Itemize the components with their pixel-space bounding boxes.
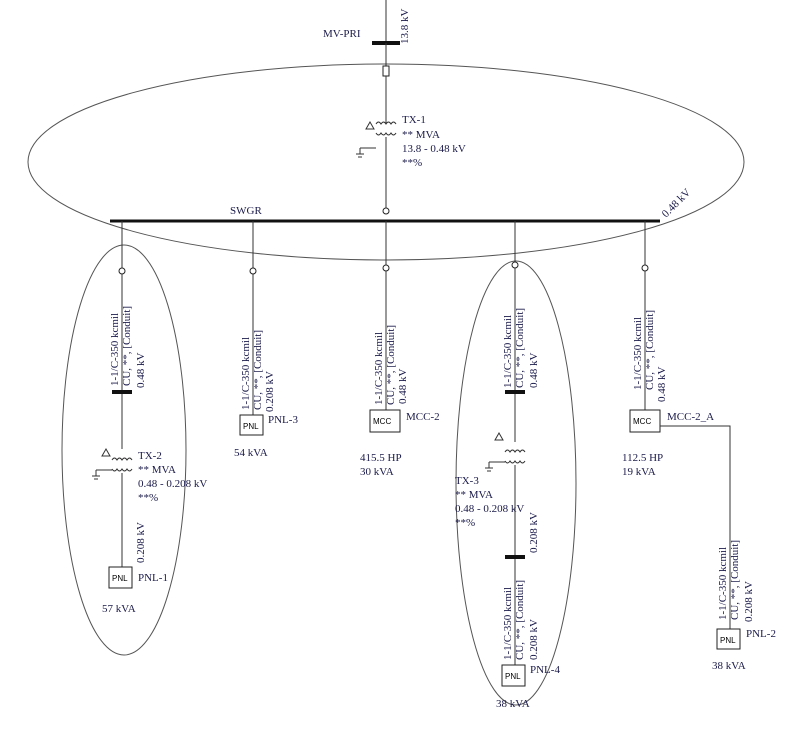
fuse-symbol[interactable] xyxy=(382,65,390,77)
mcc2-load-rating-hp: 415.5 HP xyxy=(360,452,402,464)
pnl4-load-tag: PNL xyxy=(505,672,521,681)
mcc2-breaker[interactable] xyxy=(382,264,390,272)
tx3-name: TX-3 xyxy=(455,475,479,487)
branch-mcc2: 1-1/C-350 kcmil CU, **, [Conduit] 0.48 k… xyxy=(360,221,440,478)
pnl2-load-voltage: 0.208 kV xyxy=(743,581,755,622)
mcc2a-cable-line1: 1-1/C-350 kcmil xyxy=(632,317,644,390)
swgr-name: SWGR xyxy=(230,205,262,217)
source-voltage: 13.8 kV xyxy=(399,9,411,45)
tx3-symbol[interactable] xyxy=(485,431,526,472)
pnl4-load-voltage: 0.208 kV xyxy=(528,619,540,660)
mcc2-cable-line1: 1-1/C-350 kcmil xyxy=(373,332,385,405)
pnl1-breaker[interactable] xyxy=(118,267,126,275)
highlight-ellipse-pnl4 xyxy=(455,260,577,706)
pnl3-load-box[interactable] xyxy=(239,414,264,436)
pnl3-cable-line1: 1-1/C-350 kcmil xyxy=(240,337,252,410)
pnl3-cable-line2: CU, **, [Conduit] xyxy=(252,330,264,410)
mcc2a-cable-line2: CU, **, [Conduit] xyxy=(644,310,656,390)
mcc2-load-tag: MCC xyxy=(373,417,391,426)
mcc2a-load-tag: MCC xyxy=(633,417,651,426)
tx1-voltage: 13.8 - 0.48 kV xyxy=(402,143,466,155)
branch-mcc2a: 1-1/C-350 kcmil CU, **, [Conduit] 0.48 k… xyxy=(622,221,776,672)
pnl1-load-tag: PNL xyxy=(112,574,128,583)
pnl4-cable2-line1: 1-1/C-350 kcmil xyxy=(502,587,514,660)
branch-pnl1: 1-1/C-350 kcmil CU, **, [Conduit] 0.48 k… xyxy=(92,221,207,615)
pnl3-load-rating: 54 kVA xyxy=(234,447,268,459)
tx2-voltage: 0.48 - 0.208 kV xyxy=(138,478,207,490)
tx1-rating: ** MVA xyxy=(402,129,440,141)
mcc2-feeder-voltage: 0.48 kV xyxy=(397,369,409,405)
pnl4-breaker[interactable] xyxy=(511,261,519,269)
mcc2-cable-line2: CU, **, [Conduit] xyxy=(385,325,397,405)
pnl1-cable-line1: 1-1/C-350 kcmil xyxy=(109,313,121,386)
mcc2a-load-rating-kva: 19 kVA xyxy=(622,466,656,478)
pnl1-load-voltage: 0.208 kV xyxy=(135,522,147,563)
pnl4-bus-voltage: 0.208 kV xyxy=(528,512,540,553)
tx1-impedance: **% xyxy=(402,157,422,169)
tx2-symbol[interactable] xyxy=(92,447,133,480)
tx3-impedance: **% xyxy=(455,517,475,529)
pnl2-load-rating: 38 kVA xyxy=(712,660,746,672)
pnl3-load-name: PNL-3 xyxy=(268,414,298,426)
pnl2-cable-line1: 1-1/C-350 kcmil xyxy=(717,547,729,620)
pnl1-feeder-voltage: 0.48 kV xyxy=(135,353,147,389)
tx1-symbol[interactable] xyxy=(356,120,397,158)
highlight-ellipse-pnl1 xyxy=(61,244,187,656)
mcc2a-load-rating-hp: 112.5 HP xyxy=(622,452,663,464)
branch-pnl3: 1-1/C-350 kcmil CU, **, [Conduit] 0.208 … xyxy=(234,221,298,459)
pnl2-load-name: PNL-2 xyxy=(746,628,776,640)
pnl2-load-tag: PNL xyxy=(720,636,736,645)
branch-pnl4: 1-1/C-350 kcmil CU, **, [Conduit] 0.48 k… xyxy=(455,221,560,710)
tx2-rating: ** MVA xyxy=(138,464,176,476)
pnl3-breaker[interactable] xyxy=(249,267,257,275)
pnl1-load-rating: 57 kVA xyxy=(102,603,136,615)
mcc2-load-box[interactable] xyxy=(369,409,401,433)
pnl1-load-box[interactable] xyxy=(108,566,133,589)
pnl3-feeder-voltage: 0.208 kV xyxy=(264,371,276,412)
mcc2-load-rating-kva: 30 kVA xyxy=(360,466,394,478)
mcc2a-breaker[interactable] xyxy=(641,264,649,272)
mcc2a-load-box[interactable] xyxy=(629,409,661,433)
pnl4-cable2-line2: CU, **, [Conduit] xyxy=(514,580,526,660)
tx3-rating: ** MVA xyxy=(455,489,493,501)
mcc2-load-name: MCC-2 xyxy=(406,411,440,423)
source-name: MV-PRI xyxy=(323,28,361,40)
tx3-voltage: 0.48 - 0.208 kV xyxy=(455,503,524,515)
pnl3-load-tag: PNL xyxy=(243,422,259,431)
pnl1-load-name: PNL-1 xyxy=(138,572,168,584)
pnl4-load-box[interactable] xyxy=(501,664,526,687)
pnl4-cable-line1: 1-1/C-350 kcmil xyxy=(502,315,514,388)
pnl4-feeder-voltage: 0.48 kV xyxy=(528,353,540,389)
tx2-name: TX-2 xyxy=(138,450,162,462)
mcc2a-feeder-voltage: 0.48 kV xyxy=(656,367,668,403)
tx2-impedance: **% xyxy=(138,492,158,504)
pnl4-load-name: PNL-4 xyxy=(530,664,560,676)
pnl4-cable-line2: CU, **, [Conduit] xyxy=(514,308,526,388)
tx1-name: TX-1 xyxy=(402,114,426,126)
pnl2-load-box[interactable] xyxy=(716,628,741,650)
pnl1-cable-line2: CU, **, [Conduit] xyxy=(121,306,133,386)
pnl2-cable-line2: CU, **, [Conduit] xyxy=(729,540,741,620)
tx1-breaker[interactable] xyxy=(382,207,390,215)
pnl4-load-rating: 38 kVA xyxy=(496,698,530,710)
mcc2a-load-name: MCC-2_A xyxy=(667,411,714,423)
